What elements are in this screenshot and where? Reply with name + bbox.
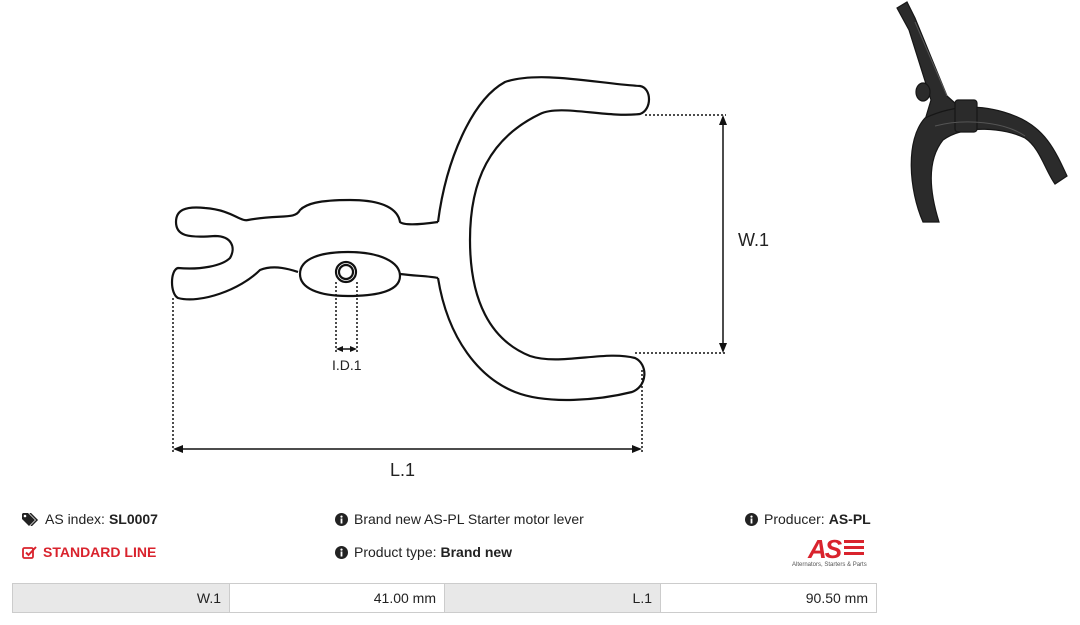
- info-icon: [745, 512, 758, 526]
- logo-text: AS: [808, 534, 842, 564]
- tags-icon: [22, 512, 39, 526]
- technical-drawing: W.1 L.1 I.D.1: [170, 76, 769, 480]
- producer-label: Producer:: [764, 511, 825, 527]
- info-icon: [335, 512, 348, 526]
- spec-label-length: L.1: [444, 583, 661, 613]
- as-index-row: AS index: SL0007: [22, 511, 158, 527]
- product-type-row: Product type: Brand new: [335, 544, 512, 560]
- table-row: W.1 41.00 mm L.1 90.50 mm: [12, 583, 877, 613]
- logo-tagline: Alternators, Starters & Parts: [792, 562, 867, 568]
- dimension-lines: [172, 114, 726, 452]
- producer-row: Producer: AS-PL: [745, 511, 871, 527]
- spec-label-width: W.1: [12, 583, 230, 613]
- standard-line-row: STANDARD LINE: [22, 544, 156, 560]
- product-photo: [896, 1, 1068, 223]
- product-type-label: Product type:: [354, 544, 437, 560]
- spec-value-length: 90.50 mm: [660, 583, 877, 613]
- producer-value: AS-PL: [828, 511, 871, 527]
- dimension-arrows: [173, 115, 727, 453]
- as-index-label: AS index:: [45, 511, 105, 527]
- width-dimension-label: W.1: [738, 230, 769, 250]
- description-row: Brand new AS-PL Starter motor lever: [335, 511, 584, 527]
- info-icon: [335, 545, 348, 559]
- product-description: Brand new AS-PL Starter motor lever: [354, 511, 584, 527]
- check-square-icon: [22, 545, 37, 559]
- as-index-value: SL0007: [108, 511, 158, 527]
- logo-stripes: [844, 540, 864, 555]
- specs-table: W.1 41.00 mm L.1 90.50 mm: [12, 583, 877, 613]
- product-type-value: Brand new: [440, 544, 513, 560]
- inner-diameter-dimension-label: I.D.1: [332, 357, 362, 373]
- lever-outline: [170, 76, 651, 402]
- standard-line-label: STANDARD LINE: [43, 544, 157, 560]
- length-dimension-label: L.1: [390, 460, 415, 480]
- as-pl-logo: AS Alternators, Starters & Parts: [792, 534, 878, 570]
- spec-value-width: 41.00 mm: [229, 583, 445, 613]
